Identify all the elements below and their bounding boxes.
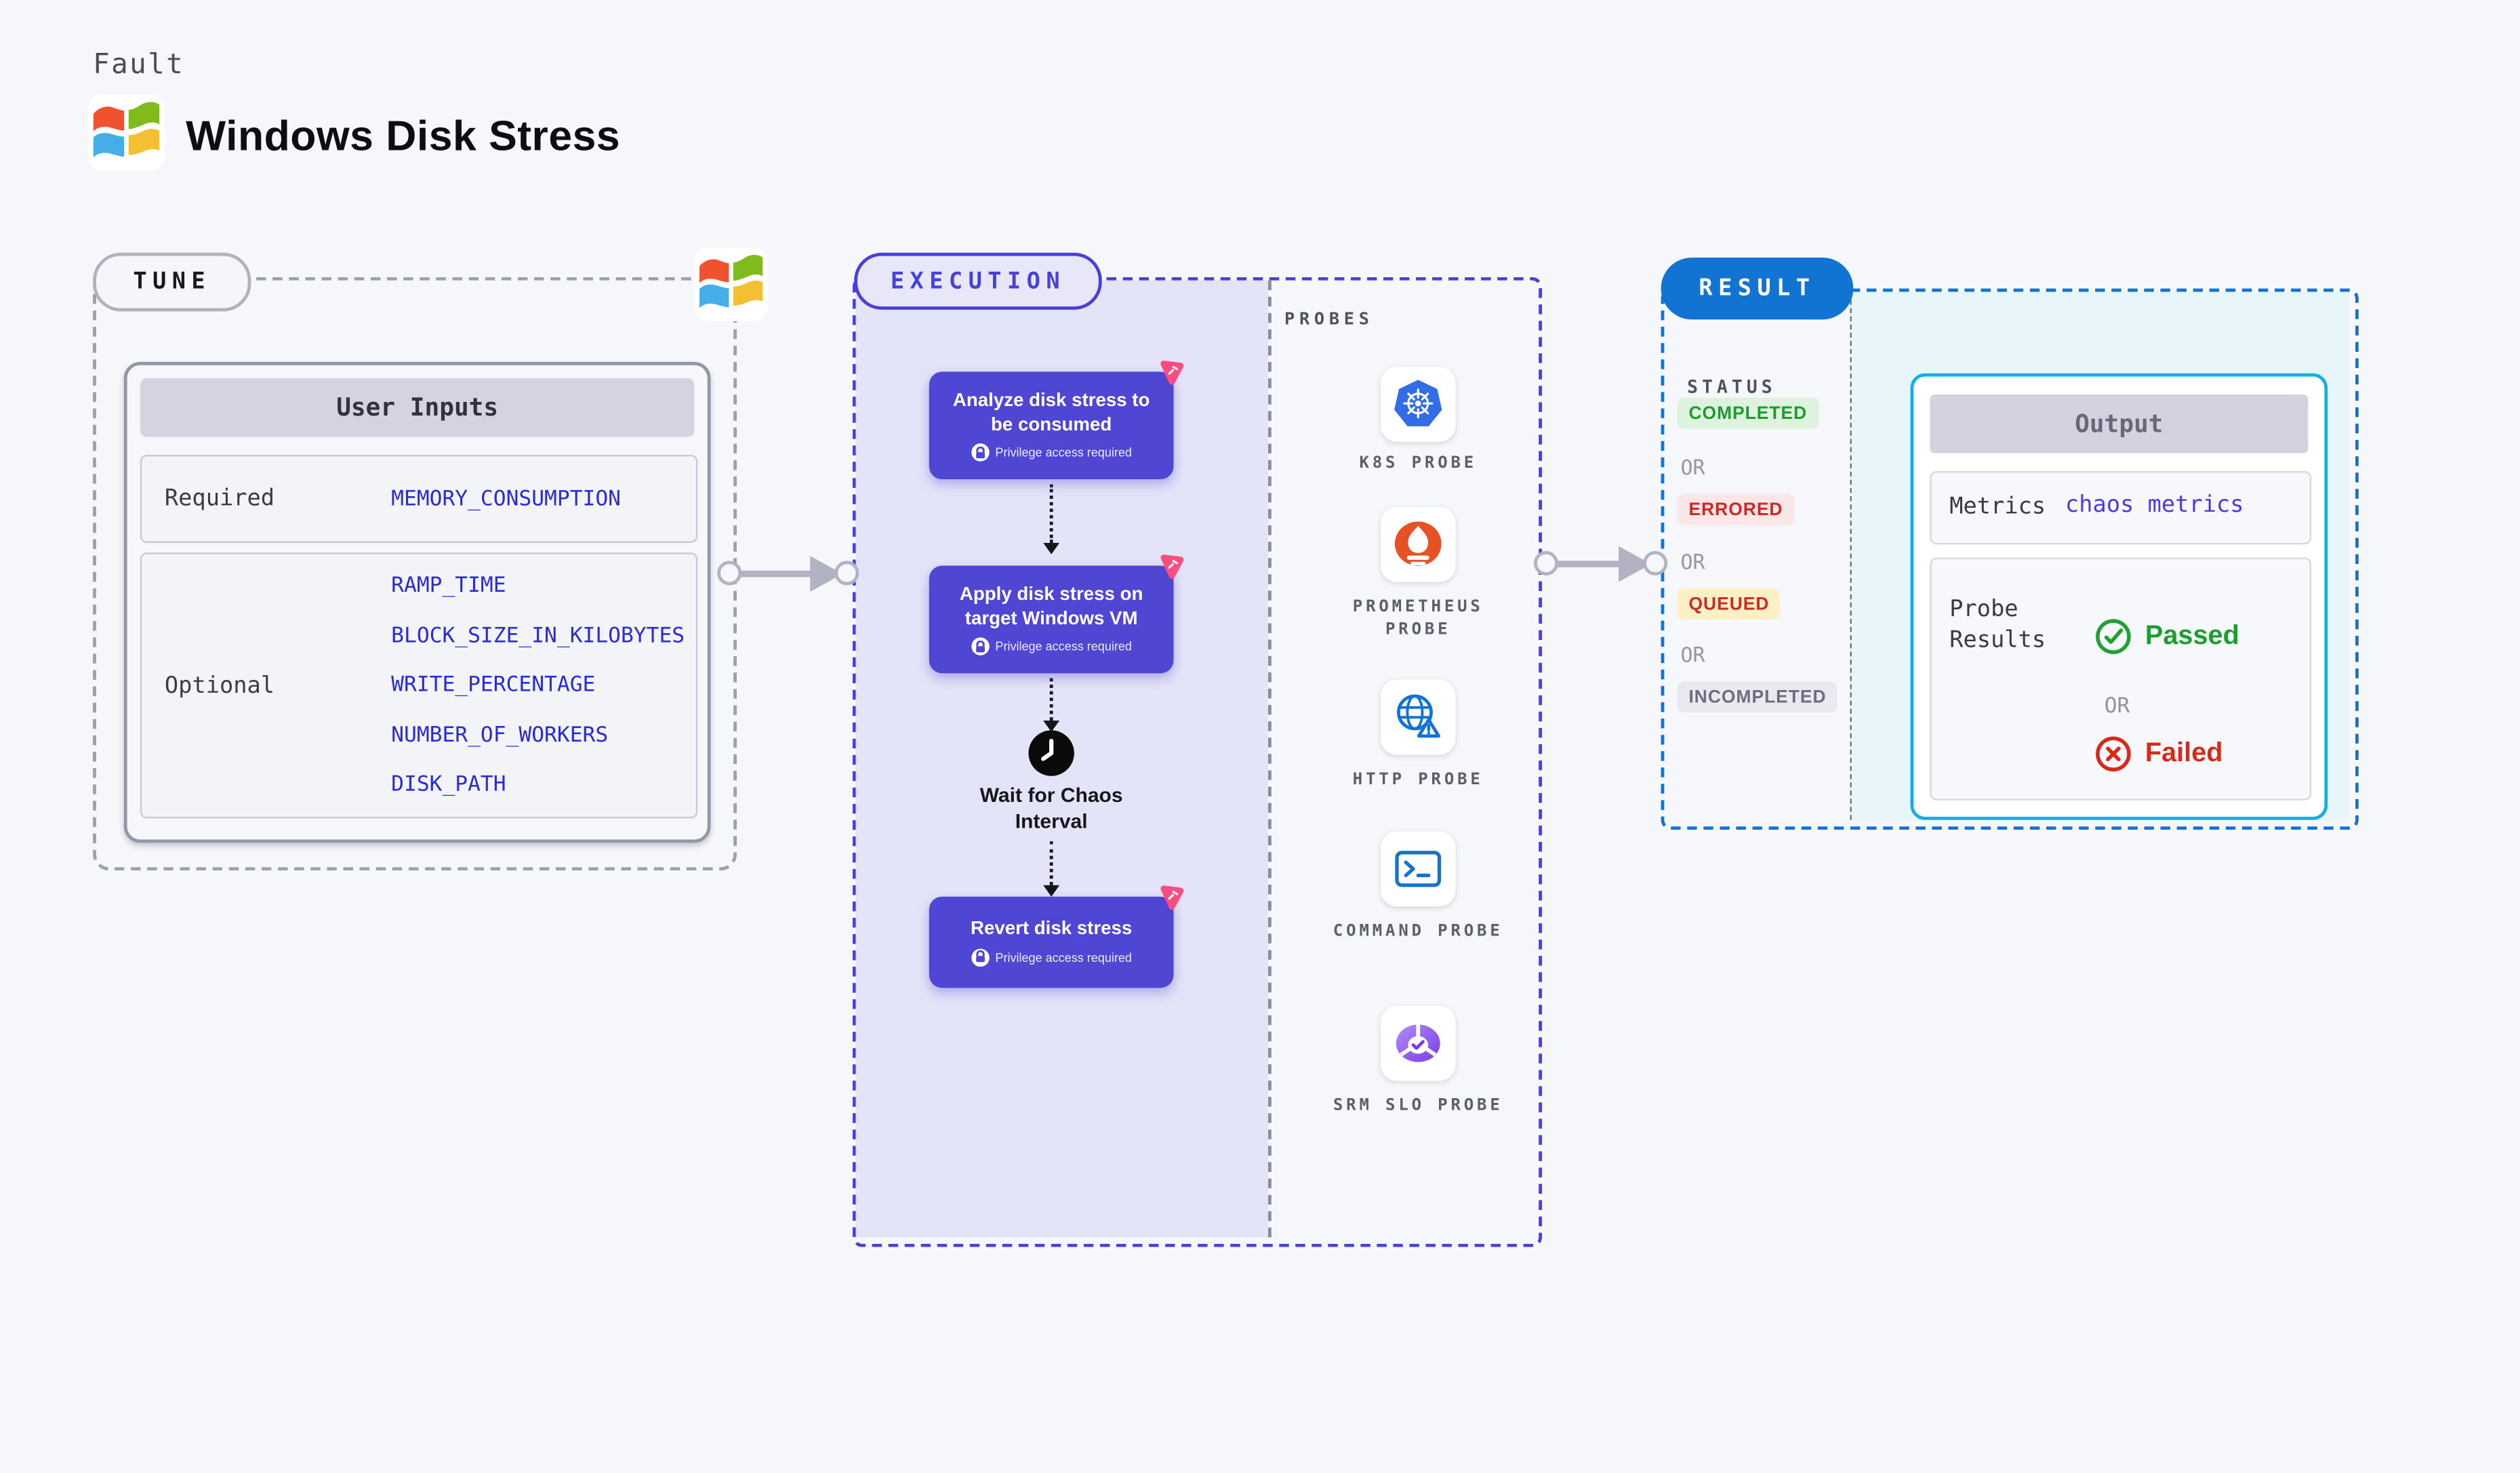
probe-label-prometheus: PROMETHEUS PROBE <box>1352 598 1484 639</box>
param-disk-path: DISK_PATH <box>391 772 506 797</box>
probe-label-http: HTTP PROBE <box>1352 771 1484 789</box>
required-params: MEMORY_CONSUMPTION <box>391 456 621 541</box>
flow-arrow-line <box>1049 678 1053 721</box>
result-status-divider <box>1850 291 1852 820</box>
metrics-label: Metrics <box>1949 493 2046 521</box>
http-probe-icon <box>1380 679 1456 755</box>
param-write-percentage: WRITE_PERCENTAGE <box>391 673 596 698</box>
step-title: Apply disk stress on target Windows VM <box>959 584 1143 629</box>
probe-results-row: Probe Results Passed OR Failed <box>1930 557 2312 801</box>
prometheus-probe-icon <box>1380 506 1456 582</box>
output-card: Output Metrics chaos metrics Probe Resul… <box>1910 373 2328 820</box>
chaos-fault-icon <box>1160 885 1184 910</box>
user-inputs-title: User Inputs <box>140 378 695 437</box>
flow-arrow-head <box>1043 542 1060 554</box>
wait-chaos-interval-label: Wait for Chaos Interval <box>979 784 1123 833</box>
flow-arrow-head <box>1043 885 1060 897</box>
param-number-of-workers: NUMBER_OF_WORKERS <box>391 723 609 748</box>
step-apply-disk-stress: Apply disk stress on target Windows VM P… <box>929 554 1184 674</box>
windows-logo-icon-small <box>694 247 768 321</box>
or-label: OR <box>1680 549 1705 574</box>
flow-arrow-head <box>1043 720 1060 732</box>
command-probe-icon <box>1380 831 1456 907</box>
probe-label-srm-slo: SRM SLO PROBE <box>1333 1097 1503 1115</box>
check-circle-icon <box>2096 619 2131 654</box>
flow-arrow-line <box>1049 484 1053 543</box>
lock-icon <box>971 443 989 462</box>
privilege-label: Privilege access required <box>995 950 1132 965</box>
optional-label: Optional <box>164 673 275 700</box>
passed-indicator: Passed <box>2094 618 2239 655</box>
privilege-label: Privilege access required <box>995 639 1132 654</box>
metrics-value: chaos metrics <box>2065 492 2244 519</box>
srm-slo-probe-icon <box>1380 1005 1456 1081</box>
step-revert-disk-stress: Revert disk stress Privilege access requ… <box>929 885 1184 988</box>
x-circle-icon <box>2096 736 2131 772</box>
privilege-row: Privilege access required <box>971 443 1132 462</box>
failed-label: Failed <box>2145 738 2223 768</box>
probe-label-k8s: K8S PROBE <box>1359 454 1478 473</box>
status-badge-incompleted: INCOMPLETED <box>1677 681 1838 712</box>
execution-section-box <box>852 277 1543 1247</box>
page-title: Windows Disk Stress <box>186 110 621 160</box>
metrics-row: Metrics chaos metrics <box>1930 471 2312 545</box>
fault-kicker: Fault <box>93 49 185 82</box>
execution-section-pill: EXECUTION <box>854 252 1102 310</box>
lock-icon <box>971 637 989 656</box>
status-label: STATUS <box>1687 376 1776 398</box>
result-section-pill: RESULT <box>1661 257 1854 320</box>
lock-icon <box>971 948 989 967</box>
step-analyze-disk-stress: Analyze disk stress to be consumed Privi… <box>929 360 1184 480</box>
chaos-fault-icon <box>1160 554 1184 579</box>
output-title: Output <box>1930 394 2309 453</box>
execution-probes-divider <box>1268 280 1272 1238</box>
status-badge-queued: QUEUED <box>1677 588 1781 620</box>
param-block-size: BLOCK_SIZE_IN_KILOBYTES <box>391 623 685 648</box>
param-memory-consumption: MEMORY_CONSUMPTION <box>391 486 622 511</box>
step-title: Revert disk stress <box>971 919 1133 940</box>
windows-flag-icon <box>93 102 159 158</box>
status-badge-completed: COMPLETED <box>1677 397 1819 429</box>
or-label: OR <box>2104 694 2130 719</box>
optional-params-row: Optional RAMP_TIME BLOCK_SIZE_IN_KILOBYT… <box>140 552 698 819</box>
privilege-row: Privilege access required <box>971 637 1132 656</box>
status-badge-errored: ERRORED <box>1677 493 1795 525</box>
or-label: OR <box>1680 454 1705 480</box>
required-params-row: Required MEMORY_CONSUMPTION <box>140 454 698 543</box>
user-inputs-card: User Inputs Required MEMORY_CONSUMPTION … <box>123 361 711 843</box>
optional-params: RAMP_TIME BLOCK_SIZE_IN_KILOBYTES WRITE_… <box>391 554 685 817</box>
tune-section-pill: TUNE <box>93 252 251 312</box>
param-ramp-time: RAMP_TIME <box>391 573 506 599</box>
required-label: Required <box>164 485 275 512</box>
or-label: OR <box>1680 642 1705 667</box>
probes-column-label: PROBES <box>1284 309 1374 329</box>
passed-label: Passed <box>2145 621 2239 651</box>
probe-label-command: COMMAND PROBE <box>1333 923 1503 941</box>
privilege-label: Privilege access required <box>995 445 1132 460</box>
k8s-probe-icon <box>1380 367 1456 442</box>
clock-icon <box>1028 730 1074 776</box>
flow-arrow-line <box>1049 841 1053 885</box>
probe-results-label: Probe Results <box>1949 597 2046 654</box>
windows-logo-icon <box>87 94 165 171</box>
privilege-row: Privilege access required <box>971 948 1132 967</box>
failed-indicator: Failed <box>2094 735 2223 773</box>
step-title: Analyze disk stress to be consumed <box>952 390 1150 435</box>
chaos-fault-icon <box>1160 360 1184 385</box>
